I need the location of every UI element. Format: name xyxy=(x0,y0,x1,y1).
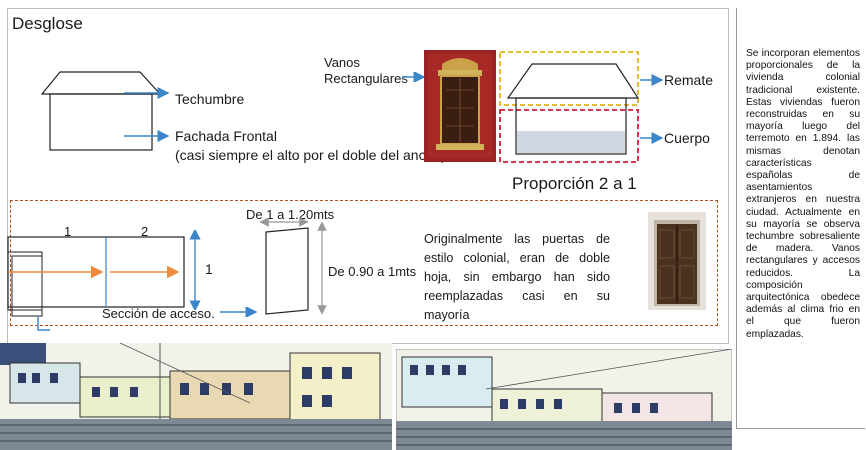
sidebar-text: Se incorporan elementos proporcionales d… xyxy=(746,48,860,340)
colonial-door-photo xyxy=(648,212,706,310)
cuerpo-label: Cuerpo xyxy=(664,130,710,146)
vanos-arrow xyxy=(402,72,426,82)
street-sketch-right xyxy=(396,349,732,450)
facade-proportion-diagram xyxy=(7,236,185,331)
door-section-frame xyxy=(10,200,718,326)
colonial-window-photo xyxy=(424,50,496,162)
street-sketch-left xyxy=(0,343,392,450)
proportion-caption: Proporción 2 a 1 xyxy=(512,174,637,193)
fachada-label-line2: (casi siempre el alto por el doble del a… xyxy=(175,147,446,163)
door-height-label: De 0.90 a 1mts xyxy=(328,264,417,279)
vanos-label-line1: Vanos xyxy=(324,55,360,70)
vanos-label-line2: Rectangulares xyxy=(324,71,408,86)
techumbre-label: Techumbre xyxy=(175,91,245,107)
seccion-acceso-label: Sección de acceso. xyxy=(102,306,215,321)
seccion-arrow xyxy=(220,307,258,317)
sidebar-panel xyxy=(736,8,865,429)
page-title: Desglose xyxy=(12,14,83,33)
remate-cuerpo-arrows xyxy=(640,74,664,144)
house-arrows xyxy=(124,87,170,142)
door-diagram xyxy=(259,218,327,315)
fachada-label-line1: Fachada Frontal xyxy=(175,128,277,144)
marker-two: 2 xyxy=(141,224,149,239)
proportion-house-diagram xyxy=(499,51,640,163)
marker-height: 1 xyxy=(205,261,213,277)
door-description: Originalmente las puertas de estilo colo… xyxy=(424,232,610,322)
house-diagram xyxy=(40,71,162,151)
height-arrow xyxy=(189,230,201,310)
remate-label: Remate xyxy=(664,72,714,88)
marker-one: 1 xyxy=(64,224,72,239)
